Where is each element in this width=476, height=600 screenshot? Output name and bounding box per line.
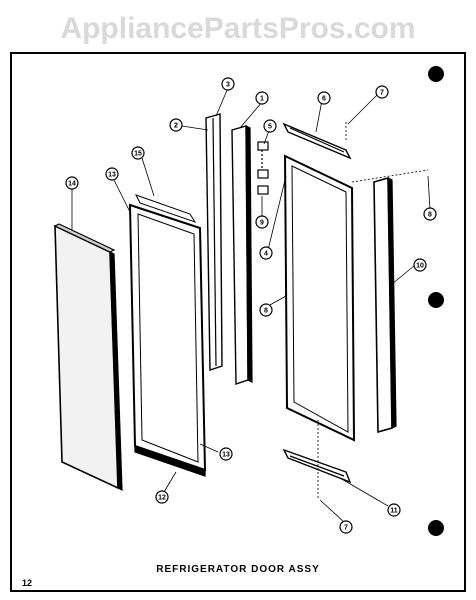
inner-door-liner [283,154,356,442]
door-panel [53,223,123,491]
callout-2: 2 [174,123,178,130]
trim-strip-left [205,113,223,371]
callout-5: 5 [268,124,272,131]
callout-14: 14 [68,181,76,188]
diagram-title: REFRIGERATOR DOOR ASSY [156,564,320,575]
callout-3: 3 [226,82,230,89]
callout-7-top: 7 [380,90,384,97]
binder-hole-middle [428,292,444,308]
callout-1: 1 [260,96,264,103]
callout-15: 15 [134,151,142,158]
callout-11: 11 [390,508,398,515]
binder-hole-bottom [428,520,444,536]
trim-strip-right [373,176,397,434]
binder-hole-top [428,66,444,82]
callout-10: 10 [416,263,424,270]
callout-13-top: 13 [108,172,116,179]
outer-frame [128,203,207,472]
callout-9: 9 [260,220,264,227]
callout-8-center: 8 [264,308,268,315]
hinge-parts [257,141,269,195]
watermark-logo: AppliancePartsPros.com [60,12,416,45]
bottom-rail [134,445,206,477]
gasket [135,194,197,223]
callout-12: 12 [158,495,166,502]
handle-trim [231,125,253,385]
callout-6: 6 [322,96,326,103]
top-hinge-bracket [282,122,352,160]
diagram-frame [10,52,466,592]
callout-7-bottom: 7 [344,525,348,532]
bottom-hinge-bracket [282,448,352,484]
callout-4: 4 [264,251,268,258]
callout-13-bottom: 13 [222,452,230,459]
page-number: 12 [22,578,33,588]
callout-8-right: 8 [428,212,432,219]
